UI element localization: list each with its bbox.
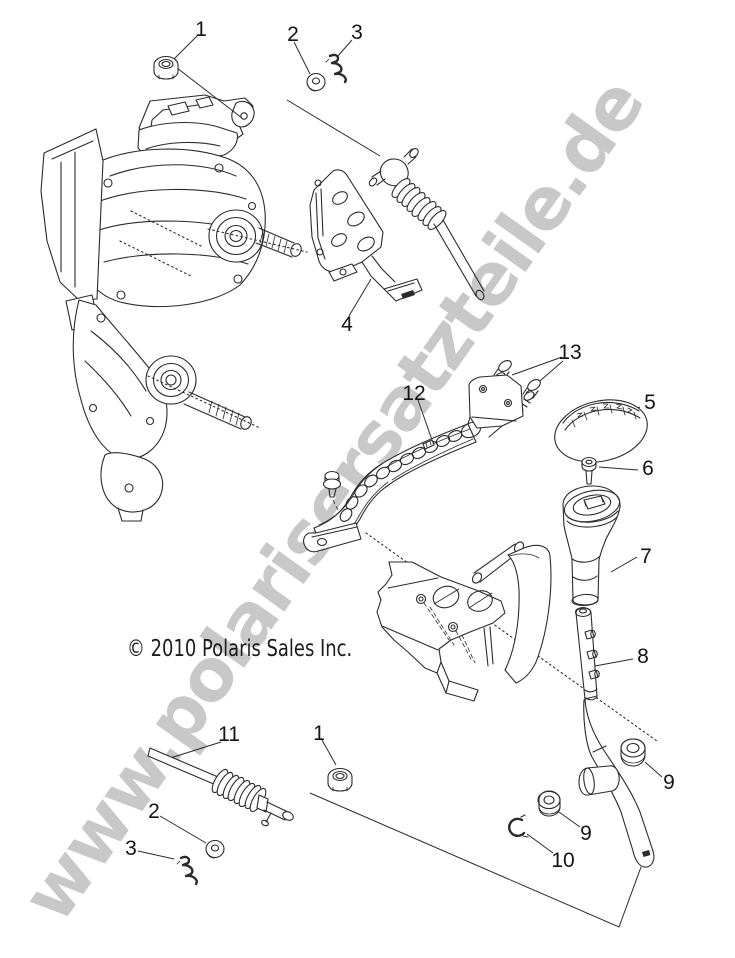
callout-10: 10 bbox=[551, 849, 574, 872]
gearbox-drawing bbox=[40, 94, 308, 522]
callout-9-right: 9 bbox=[663, 771, 675, 794]
gearbox-shift-stud bbox=[240, 112, 248, 120]
mounting-bracket-part4 bbox=[309, 169, 423, 302]
callout-3-bottom: 3 bbox=[125, 837, 137, 860]
washer-part2-top bbox=[306, 72, 326, 92]
callout-labels: 1 2 3 4 13 12 5 6 7 8 9 9 10 1 11 2 3 bbox=[125, 18, 675, 872]
bushing-part9-left bbox=[537, 790, 561, 817]
shift-gate-part12 bbox=[303, 374, 524, 553]
callout-13: 13 bbox=[558, 341, 581, 364]
frame-bracket-drawing bbox=[376, 541, 552, 702]
callout-1-top: 1 bbox=[195, 18, 207, 41]
callout-1-bottom: 1 bbox=[313, 722, 325, 745]
washer-part2-bottom bbox=[205, 839, 225, 859]
flange-nut-part1-bottom bbox=[327, 767, 353, 792]
callout-4: 4 bbox=[341, 313, 353, 336]
callout-7: 7 bbox=[640, 545, 652, 568]
callout-11: 11 bbox=[218, 723, 240, 746]
copyright-text: © 2010 Polaris Sales Inc. bbox=[127, 636, 353, 662]
shift-rod-upper bbox=[368, 148, 485, 301]
cotter-clip-part3-bottom bbox=[176, 855, 198, 886]
flange-nut-part1-top bbox=[153, 55, 179, 80]
callout-8: 8 bbox=[637, 645, 649, 668]
shift-knob-cap-part5 bbox=[554, 399, 648, 463]
shift-knob-part7 bbox=[562, 485, 621, 607]
bushing-part9-right bbox=[620, 738, 646, 767]
callout-12: 12 bbox=[402, 382, 425, 405]
callout-6: 6 bbox=[642, 457, 654, 480]
callout-5: 5 bbox=[644, 391, 656, 414]
callout-2-top: 2 bbox=[287, 23, 299, 46]
cap-screw-part6 bbox=[581, 456, 597, 485]
shift-shaft-part8 bbox=[574, 606, 655, 868]
callout-2-bottom: 2 bbox=[148, 800, 160, 823]
cotter-clip-part3-top bbox=[325, 53, 347, 84]
gate-bolt bbox=[322, 470, 342, 513]
callout-9-left: 9 bbox=[580, 822, 592, 845]
shift-rod-lower-part11 bbox=[147, 747, 294, 827]
callout-3-top: 3 bbox=[351, 21, 363, 44]
e-clip-part10 bbox=[508, 814, 529, 838]
